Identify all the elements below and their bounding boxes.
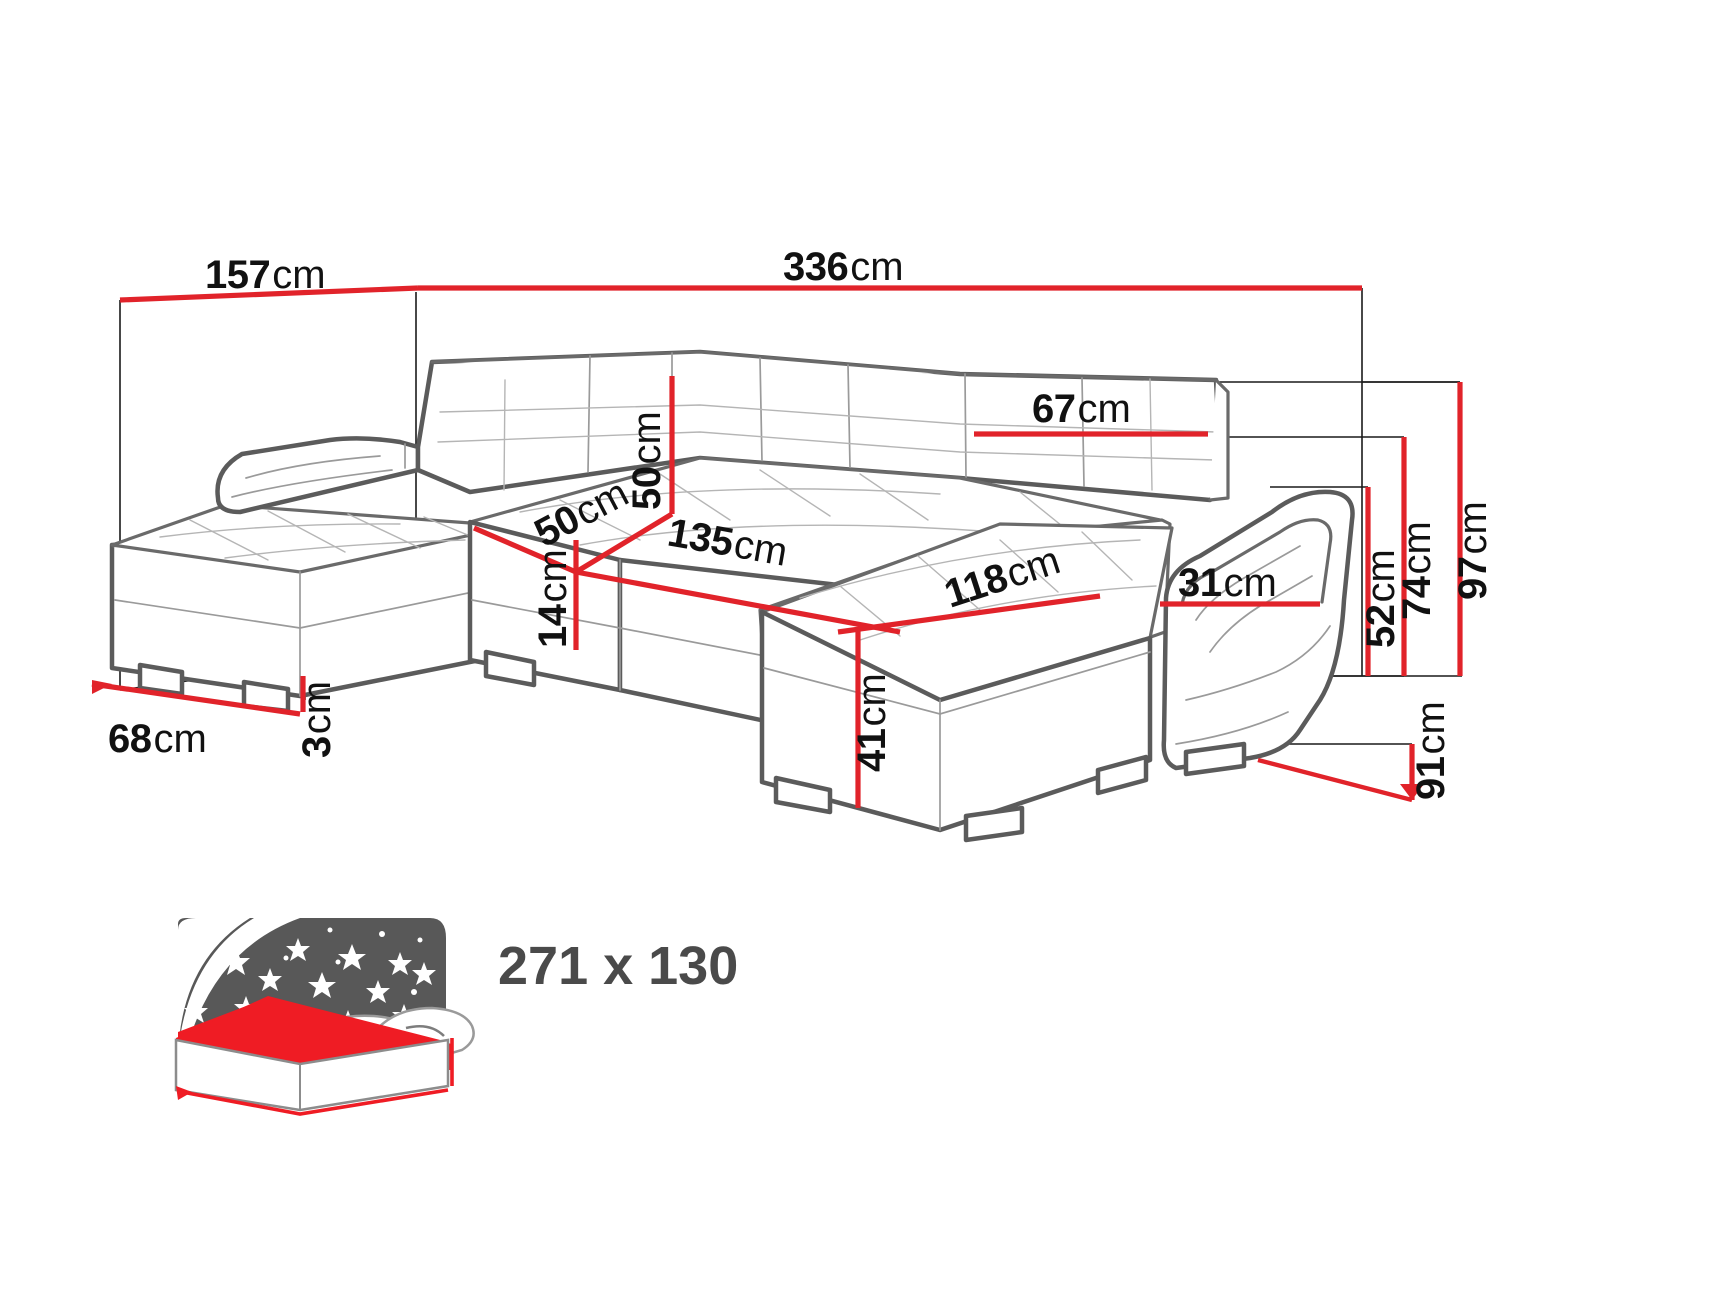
dim-line-68 (91, 681, 301, 717)
dim-line-135 (575, 569, 901, 635)
label-68: 68cm (108, 717, 207, 761)
label-3: 3cm (295, 681, 339, 758)
label-31: 31cm (1178, 561, 1277, 605)
dim-line-157 (119, 285, 419, 303)
label-135: 135cm (664, 511, 790, 575)
sofa-right-arm (1161, 489, 1355, 777)
sofa-backrest (415, 349, 1230, 503)
label-157: 157cm (205, 253, 326, 297)
dim-line-50-lead (472, 525, 578, 575)
label-91: 91cm (1409, 701, 1453, 800)
label-97: 97cm (1451, 501, 1495, 600)
sleeping-area-label: 271 x 130 (498, 936, 738, 996)
label-41: 41cm (850, 673, 894, 772)
label-52: 52cm (1359, 549, 1403, 648)
dimension-lines (91, 285, 1463, 808)
label-336: 336cm (783, 245, 904, 289)
sleeping-area-icon (174, 918, 475, 1116)
label-67: 67cm (1032, 387, 1131, 431)
label-14: 14cm (531, 549, 575, 648)
dim-line-118 (837, 593, 1101, 635)
dimension-arrowheads (92, 680, 1424, 800)
label-74: 74cm (1395, 521, 1439, 620)
dim-line-91-b (1257, 757, 1413, 803)
sofa-left-arm (215, 436, 421, 515)
sofa-illustration (109, 349, 1355, 843)
label-50-backrest: 50cm (625, 411, 669, 510)
dim-line-50-diag (574, 511, 674, 575)
